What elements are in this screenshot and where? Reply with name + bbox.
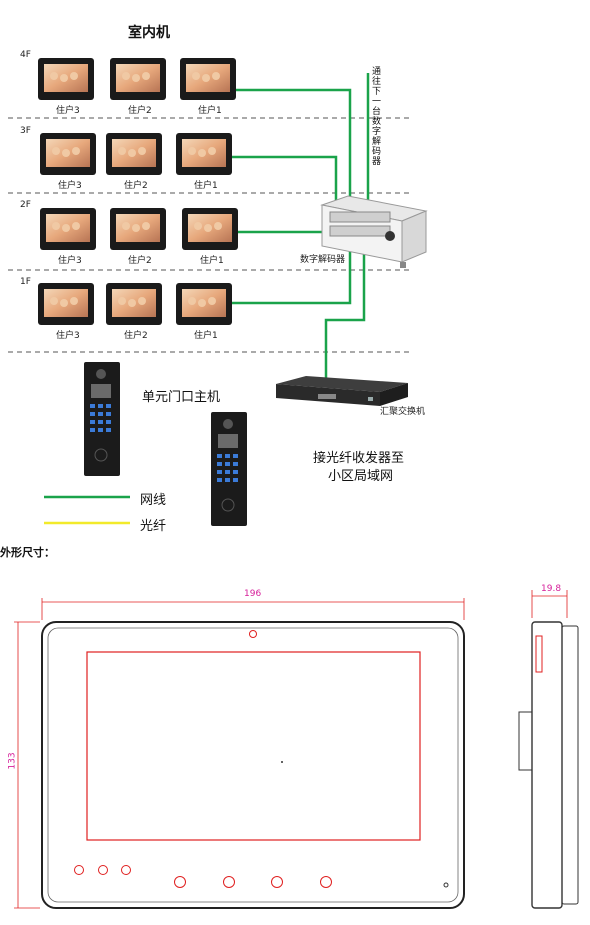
decoder-note: 通往下一台数字解码器 xyxy=(370,66,380,166)
indoor-monitor xyxy=(176,283,232,325)
uplink-label-line2: 小区局域网 xyxy=(328,469,394,484)
side-view xyxy=(518,621,579,909)
front-view xyxy=(41,621,465,909)
indoor-monitor xyxy=(40,208,96,250)
indoor-monitor xyxy=(106,133,162,175)
floor-separators xyxy=(8,117,410,353)
household-label: 住户2 xyxy=(124,331,148,341)
household-label: 住户1 xyxy=(198,106,222,116)
floor-label-4f: 4F xyxy=(20,50,31,60)
indoor-monitor xyxy=(40,133,96,175)
dimensions-title: 外形尺寸： xyxy=(0,546,55,559)
household-label: 住户3 xyxy=(56,331,80,341)
household-label: 住户1 xyxy=(194,331,218,341)
door-station-1 xyxy=(84,362,120,476)
floor-label-2f: 2F xyxy=(20,200,31,210)
indoor-monitor xyxy=(110,58,166,100)
household-label: 住户3 xyxy=(58,256,82,266)
decoder-label: 数字解码器 xyxy=(300,255,346,265)
household-label: 住户3 xyxy=(56,106,80,116)
height-dimension: 133 xyxy=(7,752,18,770)
floor-label-1f: 1F xyxy=(20,277,31,287)
indoor-monitor xyxy=(38,283,94,325)
household-label: 住户2 xyxy=(128,256,152,266)
indoor-unit-title: 室内机 xyxy=(128,25,170,41)
indoor-monitor xyxy=(176,133,232,175)
door-station-2 xyxy=(211,412,247,526)
legend-fiber-label: 光纤 xyxy=(140,519,167,534)
legend-network-label: 网线 xyxy=(140,493,167,508)
household-label: 住户2 xyxy=(124,181,148,191)
switch-label: 汇聚交换机 xyxy=(380,407,426,417)
uplink-label-line1: 接光纤收发器至 xyxy=(313,451,405,466)
indoor-monitor xyxy=(38,58,94,100)
floor-label-3f: 3F xyxy=(20,126,31,136)
indoor-monitor xyxy=(106,283,162,325)
aggregation-switch xyxy=(276,376,408,406)
indoor-monitor xyxy=(180,58,236,100)
household-label: 住户1 xyxy=(200,256,224,266)
door-station-label: 单元门口主机 xyxy=(142,390,221,405)
indoor-monitor xyxy=(182,208,238,250)
depth-dimension: 19.8 xyxy=(541,584,562,594)
household-label: 住户1 xyxy=(194,181,218,191)
width-dimension: 196 xyxy=(244,589,262,599)
decoder-box xyxy=(320,195,428,268)
indoor-monitor xyxy=(110,208,166,250)
household-label: 住户3 xyxy=(58,181,82,191)
household-label: 住户2 xyxy=(128,106,152,116)
indoor-monitors xyxy=(38,58,238,325)
